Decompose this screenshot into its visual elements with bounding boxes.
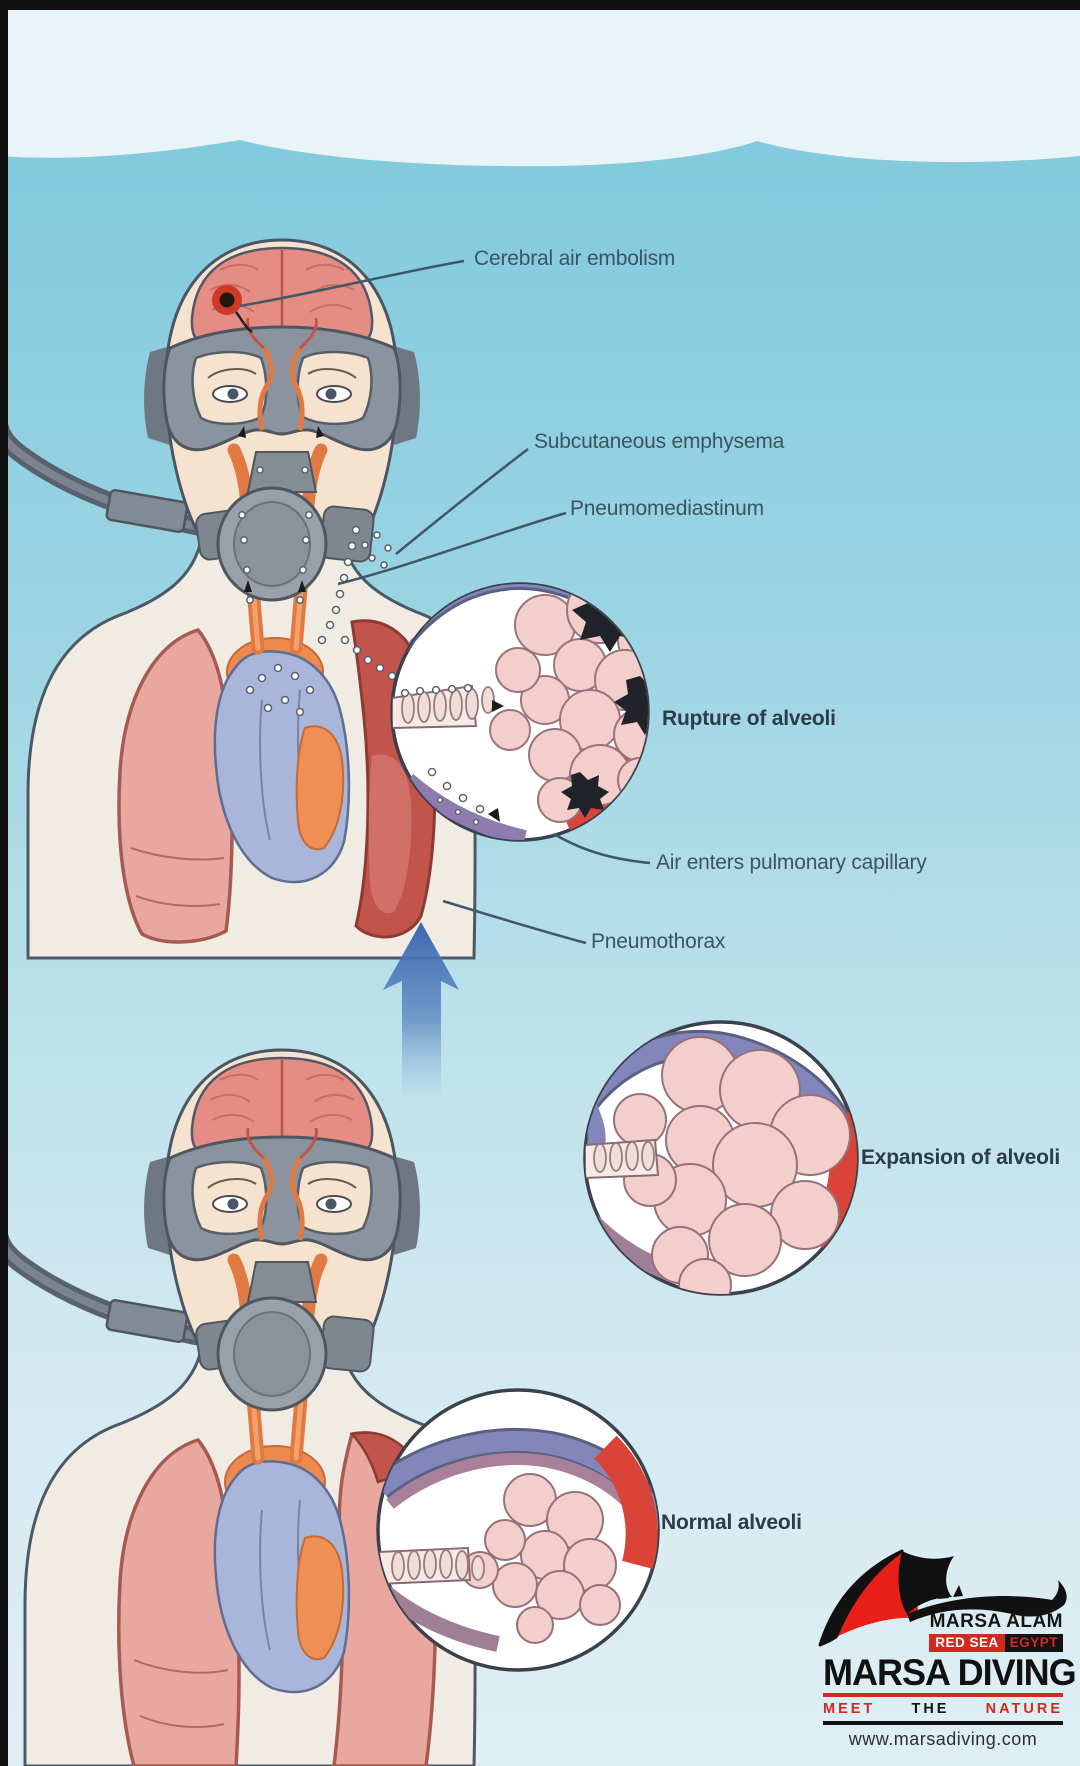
label-expansion-of-alveoli: Expansion of alveoli [861,1146,1061,1169]
tagline-nature: NATURE [985,1701,1063,1717]
diver-top [0,240,502,960]
diver-bottom [0,1050,477,1766]
logo-website: www.marsadiving.com [848,1729,1038,1749]
cerebral-embolism-spot [212,285,253,334]
tagline-the: THE [911,1701,950,1717]
logo-red-divider [823,1693,1063,1697]
label-pneumomediastinum: Pneumomediastinum [570,497,764,520]
label-rupture-of-alveoli: Rupture of alveoli [662,707,836,730]
flow-arrows [238,426,324,592]
logo-red-sea-badge: RED SEA [929,1634,1005,1652]
logo-tagline: MEET THE NATURE [823,1701,1063,1717]
logo-location: MARSA ALAM [929,1611,1063,1632]
normal-inset [376,1388,660,1672]
label-pneumothorax: Pneumothorax [591,930,726,953]
top-border [0,0,1080,10]
logo-badges: RED SEA EGYPT [929,1634,1063,1652]
tagline-meet: MEET [823,1701,876,1717]
left-border [0,0,8,1766]
logo: MARSA ALAM RED SEA EGYPT MARSA DIVING ME… [823,1611,1077,1750]
label-subcutaneous-emphysema: Subcutaneous emphysema [534,430,785,453]
dolphin-icon [818,1549,1067,1647]
label-cerebral-air-embolism: Cerebral air embolism [474,247,676,270]
logo-egypt-badge: EGYPT [1004,1634,1063,1652]
water-surface [0,0,1080,167]
logo-black-divider [823,1721,1063,1725]
label-normal-alveoli: Normal alveoli [661,1511,802,1534]
label-air-enters-pulmonary-capillary: Air enters pulmonary capillary [656,851,927,874]
logo-brand: MARSA DIVING [823,1650,1077,1694]
ascent-arrow [383,922,459,1095]
expansion-inset [583,1020,859,1296]
leader-lines [239,259,651,945]
